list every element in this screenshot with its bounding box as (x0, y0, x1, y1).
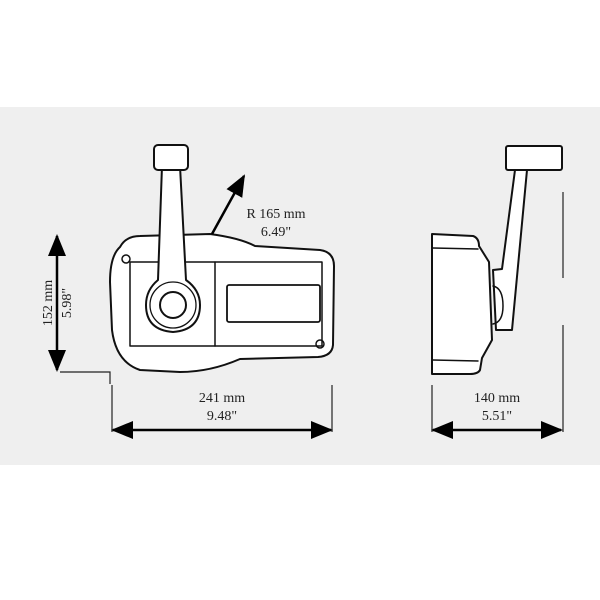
depth-label-inches: 5.51" (482, 409, 512, 424)
height-leader-line (60, 371, 111, 384)
height-label-inches: 5.98" (60, 288, 75, 318)
front-view-control-box (109, 233, 335, 373)
side-view-control-box (431, 145, 563, 375)
width-label-inches: 9.48" (207, 409, 237, 424)
radius-label: R 165 mm (246, 207, 305, 222)
radius-label-inches: 6.49" (261, 225, 291, 240)
front-view-lever (145, 144, 201, 333)
depth-label: 140 mm (474, 391, 520, 406)
radius-arrow (210, 174, 246, 235)
width-label: 241 mm (199, 391, 245, 406)
height-label: 152 mm (41, 280, 56, 326)
